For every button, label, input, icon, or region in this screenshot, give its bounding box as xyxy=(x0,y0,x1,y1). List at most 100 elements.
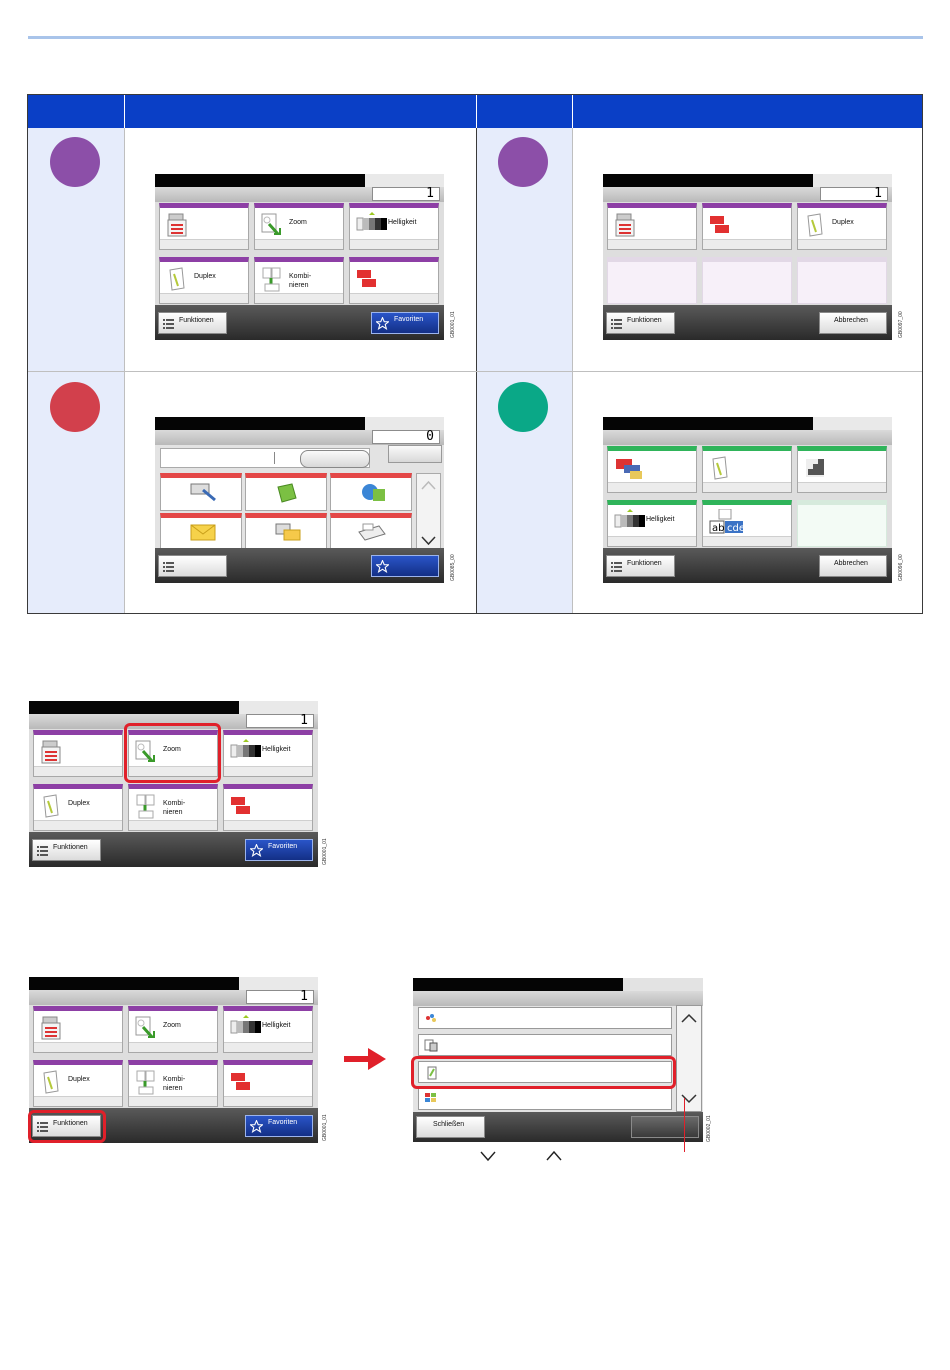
close-label: Schließen xyxy=(433,1121,465,1128)
zoom-icon xyxy=(261,213,281,236)
copy-screen-example-functions: 1 Zoom Helligkeit Duplex Kombi- nieren F… xyxy=(29,977,318,1143)
box-mode-circle xyxy=(498,382,548,432)
list-icon xyxy=(163,562,174,572)
folder-tile[interactable] xyxy=(245,473,327,511)
functions-button[interactable]: Funktionen xyxy=(606,555,675,577)
paper-tile[interactable] xyxy=(33,730,123,777)
paper-tile[interactable] xyxy=(159,203,249,250)
copy-screen-example-zoom: 1 Zoom Helligkeit Duplex Kombi- nieren F… xyxy=(29,701,318,867)
zoom-label: Zoom xyxy=(163,746,181,753)
functions-button[interactable]: Funktionen xyxy=(32,1115,101,1137)
combine-icon xyxy=(262,267,281,292)
collate-tile[interactable] xyxy=(223,1060,313,1107)
header-cell-1 xyxy=(28,95,124,128)
pdf-icon xyxy=(616,459,642,479)
divider xyxy=(572,128,573,613)
collate-icon xyxy=(231,1073,250,1090)
zoom-label: Zoom xyxy=(163,1022,181,1029)
combine-label: Kombi- nieren xyxy=(163,800,186,816)
functions-button[interactable]: Funktionen xyxy=(606,312,675,334)
functions-button[interactable] xyxy=(158,555,227,577)
copy-count: 1 xyxy=(246,714,314,728)
combine-tile[interactable]: Kombi- nieren xyxy=(254,257,344,304)
favorites-button[interactable] xyxy=(371,555,439,577)
zoom-tile[interactable]: Zoom xyxy=(254,203,344,250)
scrollbar[interactable] xyxy=(416,473,441,553)
favorites-button[interactable]: Favoriten xyxy=(371,312,439,334)
folder-icon xyxy=(277,483,297,503)
chevron-down-icon[interactable] xyxy=(679,1088,699,1108)
brightness-tile[interactable]: Helligkeit xyxy=(349,203,439,250)
duplex-tile[interactable]: Duplex xyxy=(159,257,249,304)
empty-tile xyxy=(797,500,887,547)
functions-label: Funktionen xyxy=(627,317,662,324)
cancel-button[interactable]: Abbrechen xyxy=(819,312,887,334)
function-list-item[interactable] xyxy=(418,1061,672,1083)
functions-label: Funktionen xyxy=(53,1120,88,1127)
chevron-up-icon[interactable] xyxy=(419,477,438,495)
functions-button[interactable]: Funktionen xyxy=(32,839,101,861)
functions-highlight xyxy=(28,1110,106,1143)
header-cell-2 xyxy=(125,95,476,128)
figure-code: GB0002_01 xyxy=(706,1115,712,1142)
favorites-button[interactable]: Favoriten xyxy=(245,839,313,861)
brightness-tile[interactable]: Helligkeit xyxy=(223,730,313,777)
brightness-tile[interactable]: Helligkeit xyxy=(607,500,697,547)
original-size-icon xyxy=(424,1039,438,1052)
chevron-down-icon[interactable] xyxy=(419,531,438,549)
collate-tile[interactable] xyxy=(702,203,792,250)
paper-tile[interactable] xyxy=(33,1006,123,1053)
email-tile[interactable] xyxy=(160,513,242,551)
zoom-tile[interactable]: Zoom xyxy=(128,730,218,777)
network-tile[interactable] xyxy=(330,473,412,511)
resolution-tile[interactable] xyxy=(797,446,887,493)
combine-tile[interactable]: Kombi- nieren xyxy=(128,784,218,831)
function-list-item[interactable] xyxy=(418,1088,672,1110)
divider xyxy=(476,128,477,613)
duplex-icon xyxy=(807,213,823,237)
search-button[interactable] xyxy=(300,450,370,468)
collate-tile[interactable] xyxy=(223,784,313,831)
header-cell-3 xyxy=(477,95,572,128)
chevron-up-icon[interactable] xyxy=(679,1009,699,1029)
function-list-item[interactable] xyxy=(418,1007,672,1029)
zoom-tile[interactable]: Zoom xyxy=(128,1006,218,1053)
collate-tile[interactable] xyxy=(349,257,439,304)
duplex-tile[interactable] xyxy=(702,446,792,493)
divider xyxy=(28,371,922,372)
shared-folder-tile[interactable] xyxy=(245,513,327,551)
resolution-icon xyxy=(806,459,824,477)
address-book-tile[interactable] xyxy=(160,473,242,511)
icon-column-left xyxy=(28,128,124,613)
file-format-tile[interactable] xyxy=(607,446,697,493)
duplex-tile[interactable]: Duplex xyxy=(33,784,123,831)
copy-functions-screen: 1 Duplex Funktionen Abbrechen xyxy=(603,174,892,340)
zoom-icon xyxy=(135,740,155,763)
paper-tile[interactable] xyxy=(607,203,697,250)
functions-button[interactable]: Funktionen xyxy=(158,312,227,334)
brightness-tile[interactable]: Helligkeit xyxy=(223,1006,313,1053)
brightness-label: Helligkeit xyxy=(646,516,675,523)
fax-tile[interactable] xyxy=(330,513,412,551)
duplex-tile[interactable]: Duplex xyxy=(797,203,887,250)
favorites-label: Favoriten xyxy=(268,1119,298,1126)
svg-text:cde: cde xyxy=(727,523,745,534)
cancel-button[interactable]: Abbrechen xyxy=(819,555,887,577)
favorites-label: Favoriten xyxy=(268,843,298,850)
duplex-tile[interactable]: Duplex xyxy=(33,1060,123,1107)
status-bar xyxy=(603,430,892,445)
combine-tile[interactable]: Kombi- nieren xyxy=(128,1060,218,1107)
cancel-label: Abbrechen xyxy=(834,560,868,567)
screen-title-bar xyxy=(155,417,365,430)
star-icon xyxy=(250,844,263,857)
function-list-item[interactable] xyxy=(418,1034,672,1056)
detail-button[interactable] xyxy=(388,445,442,463)
favorites-button[interactable]: Favoriten xyxy=(245,1115,313,1137)
list-icon xyxy=(37,1122,48,1132)
close-button[interactable]: Schließen xyxy=(416,1116,485,1138)
combine-label: Kombi- nieren xyxy=(289,273,312,289)
combine-icon xyxy=(136,1070,155,1095)
zoom-highlight xyxy=(124,723,221,783)
list-scrollbar[interactable] xyxy=(676,1005,702,1112)
